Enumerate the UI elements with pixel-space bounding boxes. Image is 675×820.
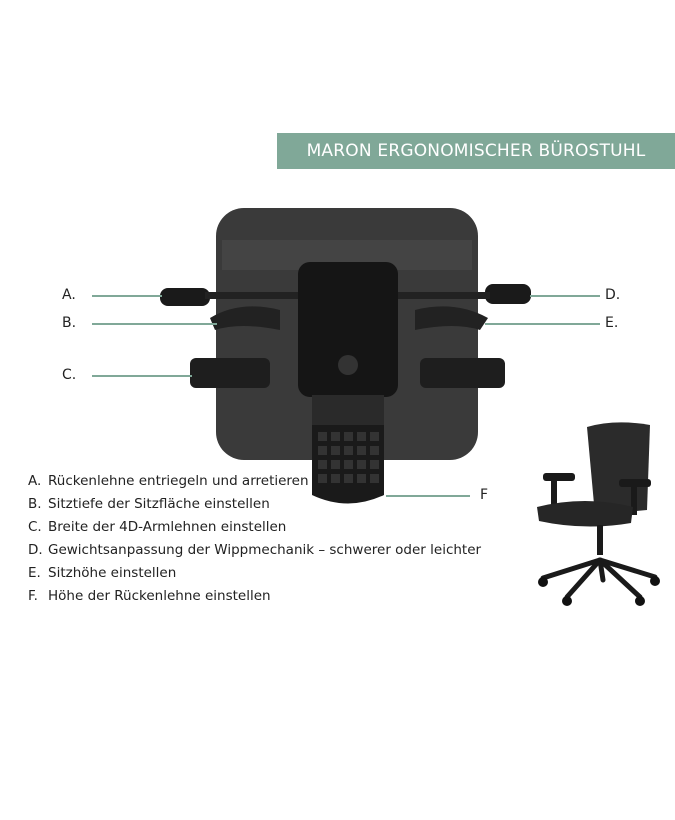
feature-key: C. (28, 519, 42, 535)
callout-line-d (530, 295, 600, 297)
feature-key: D. (28, 542, 43, 558)
feature-list: A.Rückenlehne entriegeln und arretieren … (28, 470, 481, 608)
feature-key: F. (28, 588, 38, 604)
callout-line-f (386, 495, 470, 497)
callout-label-f: F (480, 487, 489, 503)
callout-line-e (485, 323, 600, 325)
feature-text: Gewichtsanpassung der Wippmechanik – sch… (48, 542, 482, 558)
callout-label-e: E. (605, 315, 619, 331)
feature-text: Breite der 4D-Armlehnen einstellen (48, 519, 287, 535)
feature-text: Rückenlehne entriegeln und arretieren (48, 473, 309, 489)
callout-label-d: D. (605, 287, 621, 303)
feature-item: F. Höhe der Rückenlehne einstellen (28, 585, 481, 608)
feature-key: A. (28, 473, 42, 489)
callout-label-c: C. (62, 367, 77, 383)
feature-key: E. (28, 565, 41, 581)
product-title-banner: MARON ERGONOMISCHER BÜROSTUHL (277, 133, 675, 169)
feature-key: B. (28, 496, 42, 512)
callout-label-a: A. (62, 287, 76, 303)
feature-item: B. Sitztiefe der Sitzfläche einstellen (28, 493, 481, 516)
callout-line-c (92, 375, 192, 377)
feature-item: C. Breite der 4D-Armlehnen einstellen (28, 516, 481, 539)
feature-text: Sitztiefe der Sitzfläche einstellen (48, 496, 270, 512)
callout-label-b: B. (62, 315, 77, 331)
feature-text: Höhe der Rückenlehne einstellen (48, 588, 271, 604)
feature-text: Sitzhöhe einstellen (48, 565, 177, 581)
office-chair-image (537, 422, 660, 606)
feature-item: A. Rückenlehne entriegeln und arretieren (28, 470, 481, 493)
chair-underside-image (160, 208, 531, 504)
feature-item: D. Gewichtsanpassung der Wippmechanik – s… (28, 539, 481, 562)
callout-line-a (92, 295, 162, 297)
feature-item: E. Sitzhöhe einstellen (28, 562, 481, 585)
callout-line-b (92, 323, 217, 325)
